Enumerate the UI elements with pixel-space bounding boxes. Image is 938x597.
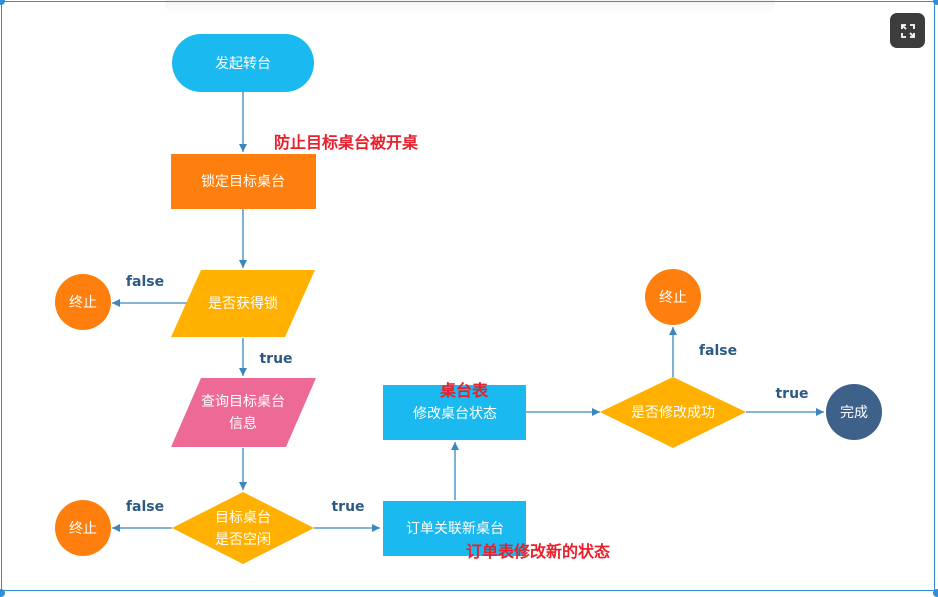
node-end-2[interactable]: 终止 xyxy=(55,500,111,556)
node-query[interactable]: 查询目标桌台 信息 xyxy=(171,378,316,447)
edge-label-true-1: true xyxy=(259,351,292,367)
node-end-1-label: 终止 xyxy=(69,295,97,311)
edge-label-false-2: false xyxy=(126,499,164,515)
resize-handle[interactable] xyxy=(933,0,938,5)
node-done-label: 完成 xyxy=(840,405,868,421)
node-start-label: 发起转台 xyxy=(215,56,271,72)
expand-button[interactable] xyxy=(890,13,925,48)
node-success-label: 是否修改成功 xyxy=(631,405,715,421)
resize-handle[interactable] xyxy=(933,589,938,597)
node-got-lock-label: 是否获得锁 xyxy=(208,295,278,312)
node-is-free[interactable]: 目标桌台 是否空闲 xyxy=(172,492,314,564)
node-query-line-1: 查询目标桌台 xyxy=(201,394,285,410)
annotation-table-note: 桌台表 xyxy=(440,381,489,400)
edge-label-true-3: true xyxy=(775,386,808,402)
edge-label-false-1: false xyxy=(126,274,164,290)
top-shadow xyxy=(165,0,775,14)
node-end-3-label: 终止 xyxy=(659,290,687,306)
edge-label-false-3: false xyxy=(699,343,737,359)
node-success[interactable]: 是否修改成功 xyxy=(600,377,746,448)
annotation-order-note: 订单表修改新的状态 xyxy=(466,542,610,561)
node-start[interactable]: 发起转台 xyxy=(172,34,314,92)
node-end-3[interactable]: 终止 xyxy=(645,269,701,325)
resize-handle[interactable] xyxy=(0,589,5,597)
node-is-free-line-2: 是否空闲 xyxy=(215,532,271,548)
resize-handle[interactable] xyxy=(0,0,5,5)
node-query-line-2: 信息 xyxy=(229,415,257,432)
node-modify[interactable]: 修改桌台状态 xyxy=(383,385,526,440)
edge-label-true-2: true xyxy=(331,499,364,515)
node-lock-label: 锁定目标桌台 xyxy=(201,174,285,190)
node-link[interactable]: 订单关联新桌台 xyxy=(383,501,526,556)
node-is-free-line-1: 目标桌台 xyxy=(215,510,271,526)
edges xyxy=(112,92,824,532)
node-got-lock[interactable]: 是否获得锁 xyxy=(171,270,315,337)
node-done[interactable]: 完成 xyxy=(826,384,882,440)
node-lock[interactable]: 锁定目标桌台 xyxy=(171,154,316,209)
node-link-label: 订单关联新桌台 xyxy=(406,521,504,537)
annotation-lock-note: 防止目标桌台被开桌 xyxy=(274,133,418,152)
node-end-1[interactable]: 终止 xyxy=(55,274,111,330)
node-modify-label: 修改桌台状态 xyxy=(413,406,497,422)
expand-icon xyxy=(900,23,915,38)
node-end-2-label: 终止 xyxy=(69,521,97,537)
